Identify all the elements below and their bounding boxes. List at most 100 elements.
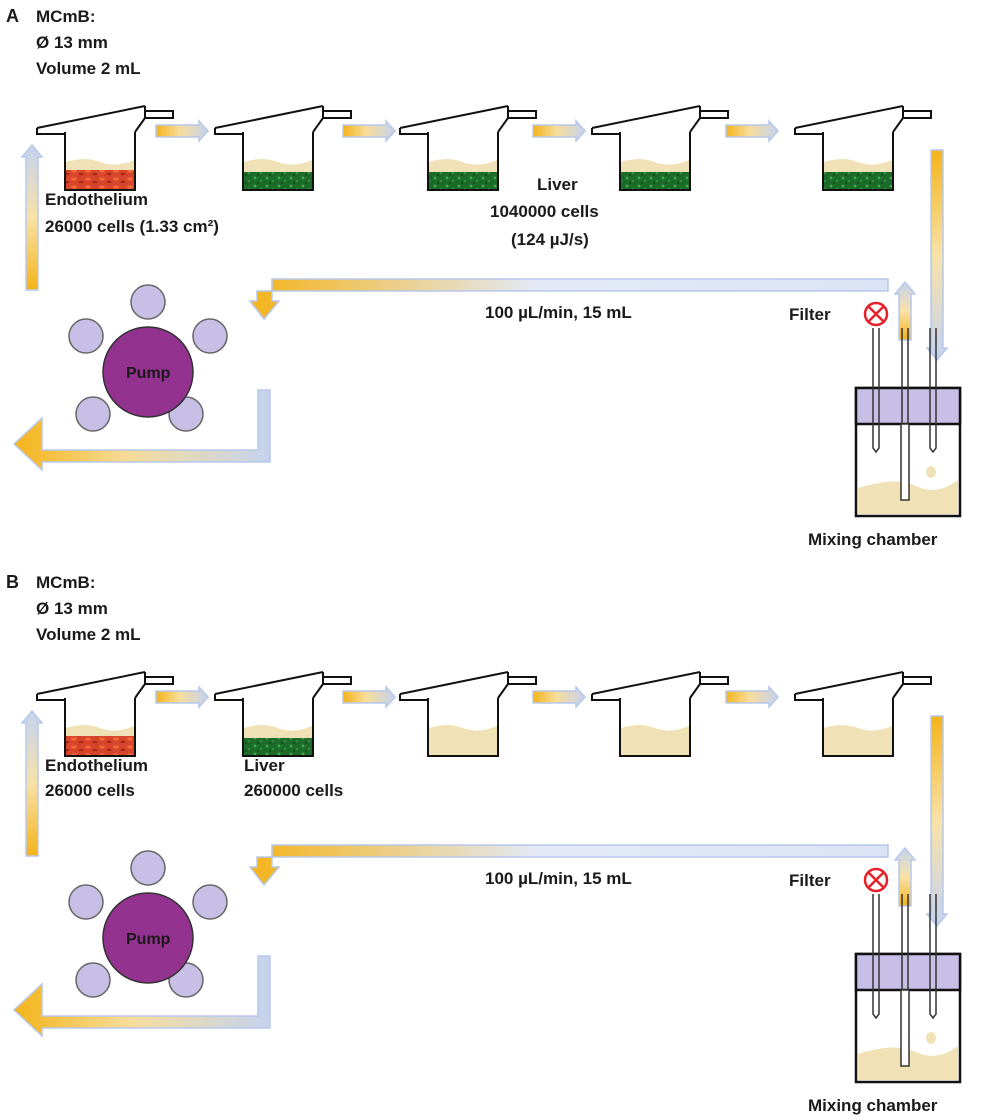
pump-flow-arrow: [12, 955, 271, 1038]
pump-label: Pump: [126, 931, 171, 948]
well-5: [794, 671, 932, 757]
well-lid-edge: [689, 117, 701, 133]
pump-body: [102, 326, 194, 418]
pump-roller: [68, 884, 104, 920]
endothelium-cell-layer: [66, 170, 134, 189]
liver-cell-count: 260000 cells: [244, 781, 343, 800]
medium-fill: [824, 725, 892, 755]
well-4: [591, 105, 729, 191]
pump-roller: [68, 318, 104, 354]
well-outlet: [902, 672, 932, 685]
panel-letter: A: [6, 6, 19, 26]
pump-flow-arrow: [12, 389, 271, 472]
flow-rate-label: 100 µL/min, 15 mL: [485, 303, 632, 322]
pump-roller: [130, 850, 166, 886]
well-outlet: [902, 106, 932, 119]
well-outlet: [699, 672, 729, 685]
flow-arrow: [532, 685, 587, 709]
chamber-center-tube: [900, 423, 910, 501]
flow-arrow: [155, 685, 210, 709]
well-lid: [36, 671, 146, 701]
chamber-tube: [929, 894, 937, 1020]
filter-label: Filter: [789, 305, 831, 324]
well-1: [36, 105, 174, 191]
endothelium-cell-layer: [66, 736, 134, 755]
well-5: [794, 105, 932, 191]
endothelium-label: Endothelium: [45, 190, 148, 209]
well-3: [399, 671, 537, 757]
liver-cell-layer: [244, 172, 312, 189]
endothelium-cell-count: 26000 cells (1.33 cm²): [45, 217, 219, 236]
endothelium-label: Endothelium: [45, 756, 148, 775]
flow-arrow-up: [20, 143, 44, 291]
well-2: [214, 671, 352, 757]
liver-cell-layer: [621, 172, 689, 189]
well-outlet: [322, 672, 352, 685]
well-outlet: [144, 106, 174, 119]
well-body: [427, 132, 499, 191]
well-body: [427, 698, 499, 757]
endothelium-cell-count: 26000 cells: [45, 781, 135, 800]
well-body: [619, 698, 691, 757]
well-lid: [591, 671, 701, 701]
well-lid: [794, 105, 904, 135]
mcmb-title: MCmB:: [36, 7, 96, 26]
filter-flow-arrow: [893, 846, 917, 907]
well-body: [822, 132, 894, 191]
well-3: [399, 105, 537, 191]
well-outlet: [507, 106, 537, 119]
flow-arrow: [725, 119, 780, 143]
well-outlet: [322, 106, 352, 119]
mcmb-volume: Volume 2 mL: [36, 625, 141, 644]
liver-cell-count: 1040000 cells: [490, 202, 599, 221]
well-body: [242, 132, 314, 191]
liver-label: Liver: [244, 756, 285, 775]
flow-arrow: [532, 119, 587, 143]
flow-arrow: [155, 119, 210, 143]
well-lid: [794, 671, 904, 701]
well-lid-edge: [497, 683, 509, 699]
pump-body: [102, 892, 194, 984]
mixing-chamber-label: Mixing chamber: [808, 530, 938, 549]
flow-arrow-up: [20, 709, 44, 857]
well-lid: [36, 105, 146, 135]
pump-roller: [192, 318, 228, 354]
well-lid-edge: [134, 117, 146, 133]
medium-fill: [621, 725, 689, 755]
flow-rate-label: 100 µL/min, 15 mL: [485, 869, 632, 888]
well-outlet: [699, 106, 729, 119]
pump-roller: [192, 884, 228, 920]
pump-roller: [130, 284, 166, 320]
mcmb-diameter: Ø 13 mm: [36, 599, 108, 618]
well-lid: [591, 105, 701, 135]
pump-label: Pump: [126, 365, 171, 382]
chamber-tube: [872, 328, 880, 454]
liver-label: Liver: [537, 175, 578, 194]
well-lid-edge: [497, 117, 509, 133]
mcmb-volume: Volume 2 mL: [36, 59, 141, 78]
well-outlet: [507, 672, 537, 685]
well-4: [591, 671, 729, 757]
medium-fill: [429, 725, 497, 755]
chamber-center-tube: [900, 989, 910, 1067]
return-flow-arrow: [248, 844, 889, 887]
well-lid: [399, 671, 509, 701]
well-lid-edge: [689, 683, 701, 699]
well-body: [242, 698, 314, 757]
well-lid-edge: [892, 683, 904, 699]
valve-cross: [868, 872, 884, 888]
well-lid-edge: [892, 117, 904, 133]
mcmb-title: MCmB:: [36, 573, 96, 592]
flow-arrow: [725, 685, 780, 709]
well-body: [64, 132, 136, 191]
pump-roller: [75, 962, 111, 998]
well-1: [36, 671, 174, 757]
liver-cell-layer: [244, 738, 312, 755]
well-body: [822, 698, 894, 757]
chamber-tube: [929, 328, 937, 454]
pump-roller: [75, 396, 111, 432]
well-body: [64, 698, 136, 757]
